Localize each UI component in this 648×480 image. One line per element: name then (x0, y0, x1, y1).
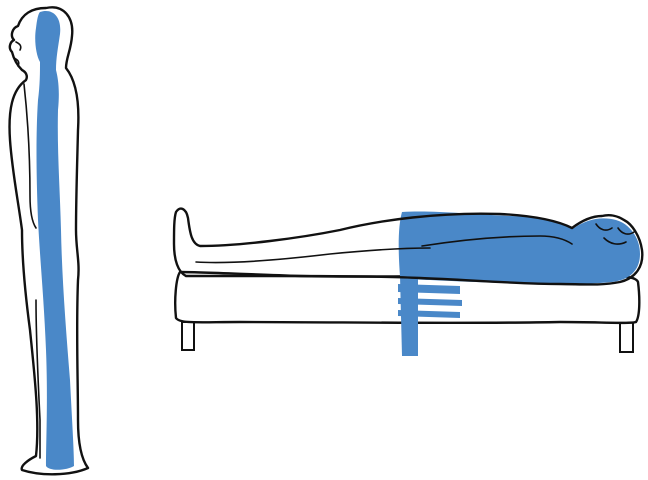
standing-arm-line (24, 84, 36, 228)
standing-figure (10, 7, 88, 474)
bed-leg-left (182, 322, 194, 350)
standing-spine-highlight (35, 11, 74, 470)
bed-highlight-drip (400, 276, 418, 356)
lying-leg-line (196, 248, 430, 263)
lying-torso-highlight (399, 211, 640, 284)
bed-leg-right (620, 322, 633, 352)
